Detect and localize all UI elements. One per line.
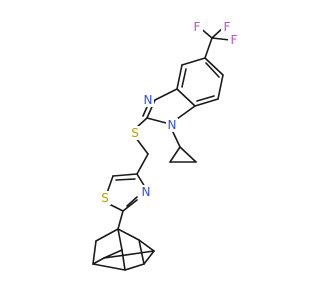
cyclopropyl-nitrogen-label: N bbox=[168, 118, 177, 132]
bond bbox=[205, 62, 220, 78]
bond bbox=[124, 263, 145, 271]
molecule-structure: F F F N N S S N bbox=[92, 20, 240, 271]
bond bbox=[136, 173, 146, 188]
bond bbox=[181, 68, 187, 88]
bond-layer bbox=[92, 25, 231, 271]
bond bbox=[95, 228, 119, 242]
bond bbox=[196, 95, 215, 102]
fluorine-atom-label: F bbox=[231, 33, 238, 47]
bond bbox=[136, 153, 149, 175]
bond bbox=[115, 178, 136, 181]
bond bbox=[103, 249, 123, 259]
fluorine-atom-label: F bbox=[224, 20, 231, 34]
bond bbox=[117, 210, 124, 230]
bond bbox=[154, 88, 178, 101]
bond bbox=[204, 57, 224, 76]
bond bbox=[106, 175, 114, 194]
bond bbox=[92, 240, 97, 265]
bond bbox=[169, 146, 181, 163]
bond bbox=[138, 239, 155, 252]
bond bbox=[217, 74, 224, 100]
bond bbox=[176, 88, 196, 107]
fluorine-atom-label: F bbox=[194, 20, 201, 34]
bond bbox=[135, 137, 149, 155]
bond bbox=[204, 37, 213, 59]
bond bbox=[92, 263, 126, 271]
molecule-canvas: F F F N N S S N bbox=[92, 20, 240, 271]
thioether-sulfur-label: S bbox=[131, 126, 139, 140]
imidazole-nitrogen-label: N bbox=[144, 93, 153, 107]
atom-label-layer: F F F N N S S N bbox=[99, 20, 240, 205]
thiazole-sulfur-label: S bbox=[101, 191, 109, 205]
bond bbox=[171, 129, 181, 148]
bond bbox=[181, 57, 206, 66]
bond bbox=[117, 228, 140, 241]
thiazole-nitrogen-label: N bbox=[142, 185, 151, 199]
bond bbox=[117, 228, 123, 251]
bond bbox=[211, 37, 231, 41]
bond bbox=[122, 199, 138, 212]
bond bbox=[176, 64, 183, 90]
bond bbox=[126, 196, 138, 207]
bond bbox=[112, 173, 138, 177]
bond bbox=[179, 146, 197, 163]
bond bbox=[92, 257, 105, 265]
bond bbox=[103, 250, 155, 259]
bond bbox=[143, 250, 155, 265]
bond bbox=[194, 98, 219, 107]
bond bbox=[121, 249, 126, 271]
